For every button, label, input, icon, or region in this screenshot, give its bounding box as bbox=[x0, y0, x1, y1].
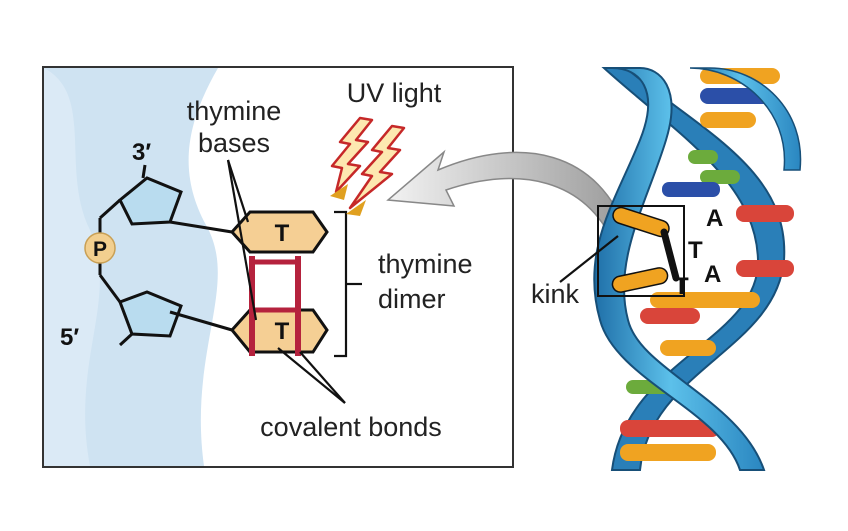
base-top-label: T bbox=[275, 220, 290, 247]
thymine-dimer-label-2: dimer bbox=[378, 284, 446, 314]
thymine-dimer-label-1: thymine bbox=[378, 249, 473, 279]
zoom-arrow bbox=[386, 149, 629, 246]
five-prime-label: 5′ bbox=[60, 324, 79, 351]
helix-t1-label: T bbox=[688, 237, 703, 264]
thymine-bases-label-2: bases bbox=[198, 128, 270, 158]
uv-light-bolts bbox=[330, 116, 406, 216]
kink-label: kink bbox=[531, 279, 580, 309]
helix-t2-label: T bbox=[674, 273, 689, 300]
kink-pointer bbox=[559, 235, 619, 283]
base-pair-rungs bbox=[620, 68, 794, 461]
phosphate-label: P bbox=[93, 238, 107, 261]
base-top-hexagon bbox=[229, 210, 329, 254]
thymine-bases: T T bbox=[229, 210, 329, 356]
sugar-top bbox=[118, 176, 183, 226]
helix-a1-label: A bbox=[706, 205, 723, 232]
helix-a2-label: A bbox=[704, 261, 721, 288]
kink-bases bbox=[611, 206, 680, 293]
uv-light-label: UV light bbox=[347, 78, 442, 108]
sugar-phosphate-backbone: P 3′ 5′ bbox=[60, 139, 233, 351]
pointer-lines bbox=[226, 159, 362, 404]
helix-front-strand bbox=[593, 67, 766, 471]
base-bottom-label: T bbox=[275, 318, 290, 345]
covalent-bonds-label: covalent bonds bbox=[260, 412, 442, 442]
uv-bolt-2 bbox=[348, 124, 406, 210]
dna-helix: T T A A bbox=[559, 67, 802, 471]
backbone-band-edge bbox=[44, 68, 100, 466]
uv-bolt-1 bbox=[330, 116, 374, 194]
thymine-bases-label-1: thymine bbox=[187, 96, 282, 126]
helix-back-strand bbox=[601, 67, 786, 471]
phosphate-circle bbox=[84, 232, 116, 264]
sugar-bottom bbox=[118, 290, 183, 338]
inset-panel bbox=[42, 66, 514, 468]
three-prime-label: 3′ bbox=[132, 139, 151, 166]
diagram-labels: thymine bases UV light thymine dimer cov… bbox=[187, 78, 580, 442]
